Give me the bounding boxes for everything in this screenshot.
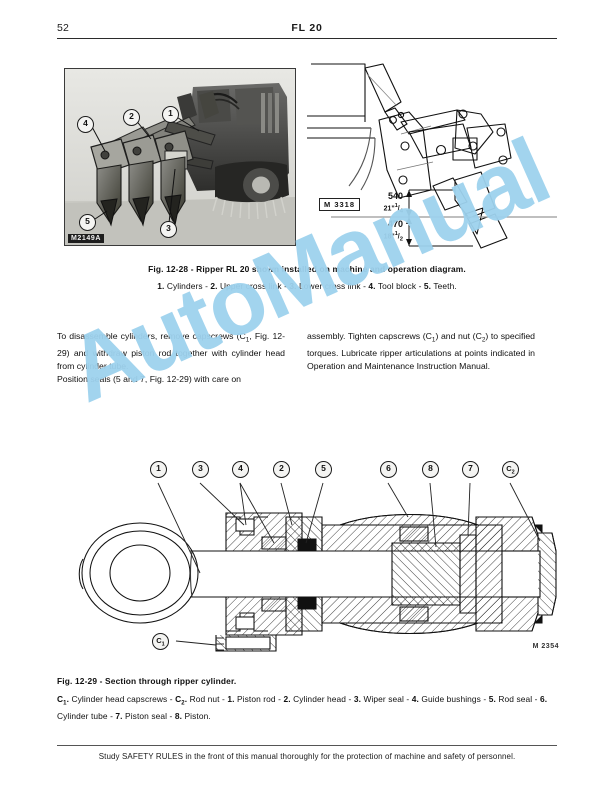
footer-divider bbox=[57, 745, 557, 746]
legend-text-1: Cylinders bbox=[166, 281, 203, 291]
sec-legend-num-2: 2. bbox=[283, 694, 291, 704]
sec-legend-text-8: Piston. bbox=[184, 710, 211, 721]
sec-legend-text-5: Rod seal bbox=[498, 694, 533, 704]
dimension-inch-470: 18"1/2 bbox=[383, 231, 403, 243]
body-left-seg-2: , Fig. 12-29) and withdraw piston rod to… bbox=[57, 331, 285, 372]
section-callout-c1: C1 bbox=[152, 633, 169, 650]
sec-legend-text-4: Guide bushings bbox=[421, 694, 481, 704]
body-column-right: assembly. Tighten capscrews (C1) and nut… bbox=[307, 330, 535, 373]
section-callout-8: 8 bbox=[422, 461, 439, 478]
legend-text-4: Tool block bbox=[377, 281, 417, 291]
sec-legend-num-1: 1. bbox=[227, 694, 235, 704]
figure-12-28-caption-title: Fig. 12-28 - Ripper RL 20 shown installe… bbox=[148, 264, 466, 274]
section-drawing-code: M 2354 bbox=[532, 643, 559, 650]
page-number: 52 bbox=[57, 22, 70, 34]
diagram-code-label: M 3318 bbox=[319, 198, 361, 211]
body-paragraph-left-1: To disassemble cylinders, remove capscre… bbox=[57, 330, 285, 373]
body-right-seg-1: assembly. Tighten capscrews (C bbox=[307, 331, 432, 341]
sec-legend-num-c2: C2. bbox=[175, 694, 188, 707]
dimension-mm-470: 470 bbox=[387, 219, 403, 229]
sec-legend-num-4: 4. bbox=[411, 694, 419, 704]
body-left-seg-1: To disassemble cylinders, remove capscre… bbox=[57, 331, 246, 341]
page-header: 52 FL 20 bbox=[57, 22, 557, 44]
section-callout-4: 4 bbox=[232, 461, 249, 478]
sec-legend-num-7: 7. bbox=[115, 710, 123, 721]
body-right-sub-2: 2 bbox=[481, 336, 486, 344]
figure-12-28-legend: 1. Cylinders - 2. Upper cross link - 3. … bbox=[157, 281, 457, 291]
section-callout-2: 2 bbox=[273, 461, 290, 478]
dimension-mm-540: 540 bbox=[387, 191, 403, 201]
body-right-seg-2: ) and nut (C bbox=[435, 331, 482, 341]
photo-callout-1: 1 bbox=[162, 106, 179, 123]
ripper-machine-photo: M2149A 4 2 1 5 3 bbox=[64, 68, 296, 246]
figure-12-29-legend: C1. Cylinder head capscrews - C2. Rod nu… bbox=[57, 694, 548, 721]
section-callout-3: 3 bbox=[192, 461, 209, 478]
body-paragraph-right-1: assembly. Tighten capscrews (C1) and nut… bbox=[307, 330, 535, 373]
section-callout-7: 7 bbox=[462, 461, 479, 478]
legend-text-2: Upper cross link bbox=[220, 281, 282, 291]
dimension-above-ground: 540 21"1/4 bbox=[363, 191, 403, 217]
sec-legend-text-c1: Cylinder head capscrews bbox=[71, 694, 168, 704]
photo-artwork bbox=[65, 69, 295, 245]
figure-12-28-caption: Fig. 12-28 - Ripper RL 20 shown installe… bbox=[57, 264, 557, 291]
legend-num-5: 5. bbox=[423, 281, 432, 291]
safety-notice: Study SAFETY RULES in the front of this … bbox=[98, 752, 516, 761]
body-paragraph-left-2: Position seals (5 and 7, Fig. 12-29) wit… bbox=[57, 374, 241, 385]
legend-num-4: 4. bbox=[368, 281, 376, 291]
legend-text-3: Lower cross link bbox=[299, 281, 361, 291]
photo-callout-2: 2 bbox=[123, 109, 140, 126]
legend-num-2: 2. bbox=[210, 281, 218, 291]
header-divider bbox=[57, 38, 557, 39]
body-right-seg-3: ) to specified torques. Lubricate ripper… bbox=[307, 331, 535, 372]
sec-legend-text-3: Wiper seal bbox=[363, 694, 404, 704]
dimension-inch-540: 21"1/4 bbox=[383, 203, 403, 215]
diagram-artwork bbox=[307, 63, 557, 249]
page-title: FL 20 bbox=[291, 22, 323, 34]
section-callout-c2: C2 bbox=[502, 461, 519, 478]
legend-num-1: 1. bbox=[157, 281, 165, 291]
sec-legend-text-6: Cylinder tube bbox=[57, 710, 108, 721]
sec-legend-text-c2: Rod nut bbox=[189, 694, 220, 704]
figure-12-28: M2149A 4 2 1 5 3 bbox=[57, 62, 557, 252]
sec-legend-text-7: Piston seal bbox=[125, 710, 168, 721]
sec-legend-num-8: 8. bbox=[174, 710, 183, 721]
ripper-operation-diagram: M 3318 540 21"1/4 470 18"1/2 bbox=[305, 62, 557, 250]
sec-legend-text-1: Piston rod bbox=[236, 694, 276, 704]
section-callout-5: 5 bbox=[315, 461, 332, 478]
photo-code-label: M2149A bbox=[68, 234, 105, 243]
sec-legend-num-6: 6. bbox=[539, 694, 548, 704]
sec-legend-num-5: 5. bbox=[488, 694, 496, 704]
figure-12-29: 1 3 4 2 5 6 8 7 C2 C1 M 2354 bbox=[40, 455, 575, 665]
sec-legend-num-3: 3. bbox=[353, 694, 361, 704]
body-right-sub-1: 1 bbox=[431, 336, 436, 344]
photo-callout-4: 4 bbox=[77, 116, 94, 133]
sec-legend-text-2: Cylinder head bbox=[293, 694, 347, 704]
legend-num-3: 3. bbox=[289, 281, 297, 291]
photo-callout-5: 5 bbox=[79, 214, 96, 231]
section-callout-1: 1 bbox=[150, 461, 167, 478]
legend-text-5: Teeth. bbox=[433, 281, 457, 291]
section-callout-6: 6 bbox=[380, 461, 397, 478]
body-column-left: To disassemble cylinders, remove capscre… bbox=[57, 330, 285, 387]
sec-legend-num-c1: C1. bbox=[57, 694, 70, 707]
body-left-sub-1: 1 bbox=[245, 336, 250, 344]
photo-callout-3: 3 bbox=[160, 221, 177, 238]
figure-12-29-caption-title: Fig. 12-29 - Section through ripper cyli… bbox=[57, 676, 237, 686]
dimension-below-ground: 470 18"1/2 bbox=[363, 219, 403, 245]
figure-12-29-caption: Fig. 12-29 - Section through ripper cyli… bbox=[57, 676, 557, 722]
cylinder-section-artwork bbox=[78, 482, 557, 652]
